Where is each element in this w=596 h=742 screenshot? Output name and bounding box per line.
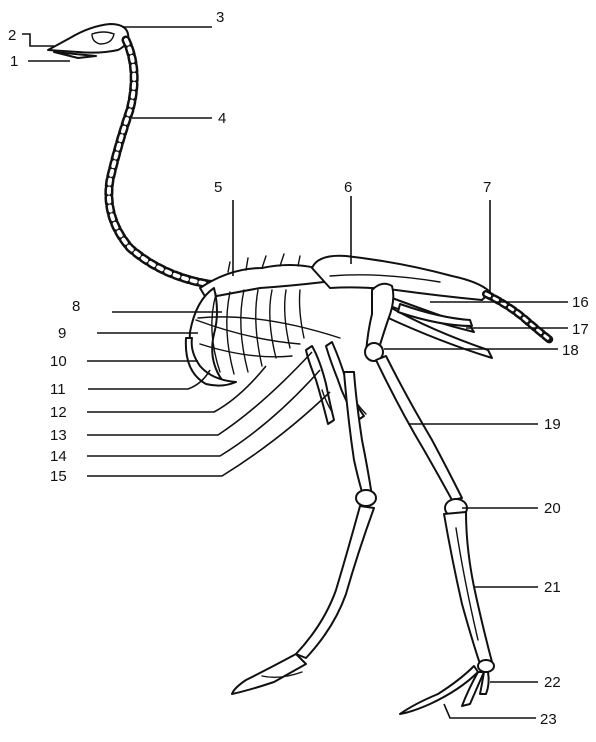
tail <box>486 294 550 340</box>
label-20: 20 <box>544 500 561 517</box>
label-18: 18 <box>562 342 579 359</box>
leader-line-23 <box>444 704 536 718</box>
label-6: 6 <box>344 179 352 196</box>
label-12: 12 <box>50 404 67 421</box>
label-11: 11 <box>50 381 66 398</box>
label-14: 14 <box>50 448 67 465</box>
label-15: 15 <box>50 468 67 485</box>
label-1: 1 <box>10 53 18 70</box>
pelvis <box>312 256 490 300</box>
label-5: 5 <box>214 179 222 196</box>
leader-line-15 <box>87 392 330 476</box>
number-labels: 1 2 3 4 5 6 7 8 9 10 11 12 13 14 15 16 1… <box>8 9 589 728</box>
label-3: 3 <box>216 9 224 26</box>
label-10: 10 <box>50 353 67 370</box>
label-17: 17 <box>572 321 589 338</box>
label-4: 4 <box>218 110 226 127</box>
label-23: 23 <box>540 711 557 728</box>
leader-lines <box>22 27 568 718</box>
leader-line-11 <box>88 370 210 389</box>
neck-vertebrae <box>109 40 236 285</box>
label-7: 7 <box>483 179 491 196</box>
skeleton-drawing <box>48 24 550 714</box>
label-22: 22 <box>544 674 561 691</box>
leader-line-2 <box>22 34 54 46</box>
label-13: 13 <box>50 427 67 444</box>
label-2: 2 <box>8 27 16 44</box>
label-16: 16 <box>572 294 589 311</box>
near-leg <box>376 356 494 714</box>
skull <box>48 24 128 58</box>
far-leg <box>232 372 376 694</box>
label-21: 21 <box>544 579 561 596</box>
label-8: 8 <box>72 298 80 315</box>
thoracic-vertebrae <box>200 254 324 298</box>
label-19: 19 <box>544 416 561 433</box>
label-9: 9 <box>58 325 66 342</box>
